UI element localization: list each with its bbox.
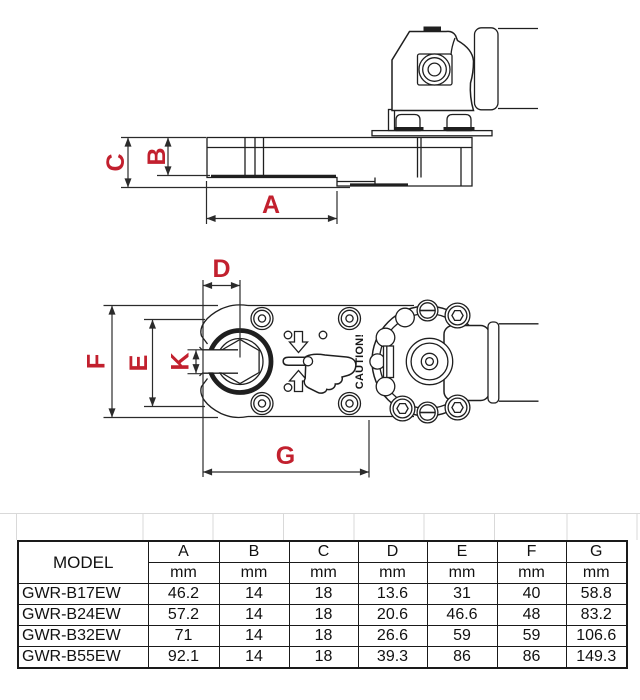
value-cell: 14 <box>218 646 290 669</box>
spindle-center <box>420 352 439 371</box>
caution-text: CAUTION! <box>354 334 366 389</box>
open-slot <box>199 350 240 373</box>
slotted-screw-top <box>416 299 439 322</box>
model-name: GWR-B24EW <box>17 604 149 626</box>
table-row: GWR-B55EW 92.1 14 18 39.3 86 86 149.3 <box>17 646 628 669</box>
air-inlet-cylinder-top-view <box>498 323 539 402</box>
motor-collar <box>473 27 499 111</box>
motor-top-detent <box>423 26 441 32</box>
hex-screws <box>389 302 471 422</box>
wrench-body-side <box>206 136 473 187</box>
unit-e: mm <box>426 562 498 584</box>
dim-label-g: G <box>276 442 295 470</box>
side-view-dimensions: C B A <box>102 136 350 224</box>
motor-collar-top-view <box>487 321 500 404</box>
side-view-drawing <box>206 26 538 187</box>
col-header-d: D <box>357 540 428 563</box>
dimension-spec-table: MODEL A B C D E F G mm mm mm mm mm mm mm… <box>17 540 628 669</box>
col-header-b: B <box>218 540 290 563</box>
top-view-dimensions: D F E K G <box>83 255 370 478</box>
value-cell: 14 <box>218 604 290 626</box>
unit-d: mm <box>357 562 428 584</box>
value-cell: 40 <box>496 583 567 605</box>
col-header-g: G <box>565 540 628 563</box>
value-cell: 106.6 <box>565 625 628 647</box>
dim-label-a: A <box>262 191 280 219</box>
value-cell: 18 <box>288 583 359 605</box>
motor-foot-right <box>446 113 472 132</box>
value-cell: 59 <box>496 625 567 647</box>
slotted-screw-bottom <box>416 401 439 424</box>
motor-boss <box>418 53 451 86</box>
spreadsheet-gridlines <box>0 513 640 540</box>
value-cell: 18 <box>288 646 359 669</box>
plate-screws <box>250 306 362 416</box>
top-view-diagram: CAUTION! <box>83 255 539 478</box>
housing-tab <box>382 345 395 379</box>
unit-c: mm <box>288 562 359 584</box>
value-cell: 48 <box>496 604 567 626</box>
dim-label-e: E <box>125 355 153 372</box>
side-view-diagram: C B A <box>102 26 538 224</box>
value-cell: 86 <box>426 646 498 669</box>
value-cell: 31 <box>426 583 498 605</box>
value-cell: 14 <box>218 625 290 647</box>
model-column-header: MODEL <box>17 540 149 584</box>
value-cell: 46.2 <box>147 583 220 605</box>
model-name: GWR-B32EW <box>17 625 149 647</box>
value-cell: 86 <box>496 646 567 669</box>
head-nose-bottom <box>200 378 249 419</box>
value-cell: 83.2 <box>565 604 628 626</box>
value-cell: 18 <box>288 625 359 647</box>
motor-foot-left <box>395 113 421 132</box>
gear-housing <box>369 299 491 424</box>
dim-label-k: K <box>167 352 195 370</box>
value-cell: 13.6 <box>357 583 428 605</box>
dim-label-d: D <box>212 255 230 283</box>
unit-b: mm <box>218 562 290 584</box>
value-cell: 26.6 <box>357 625 428 647</box>
value-cell: 18 <box>288 604 359 626</box>
dim-label-b: B <box>143 147 171 165</box>
head-nose-top <box>200 304 249 345</box>
model-name: GWR-B17EW <box>17 583 149 605</box>
col-header-a: A <box>147 540 220 563</box>
value-cell: 149.3 <box>565 646 628 669</box>
arrow-up-icon <box>288 369 309 393</box>
col-header-c: C <box>288 540 359 563</box>
col-header-e: E <box>426 540 498 563</box>
air-inlet-cylinder-side <box>498 27 538 110</box>
mounting-plate-side <box>371 129 493 137</box>
value-cell: 46.6 <box>426 604 498 626</box>
col-header-f: F <box>496 540 567 563</box>
value-cell: 39.3 <box>357 646 428 669</box>
header-letter-row: MODEL A B C D E F G <box>17 540 628 584</box>
arrow-down-icon <box>288 330 309 354</box>
motor-tab <box>387 108 396 132</box>
value-cell: 58.8 <box>565 583 628 605</box>
top-view-drawing: CAUTION! <box>199 299 539 424</box>
table-row: GWR-B24EW 57.2 14 18 20.6 46.6 48 83.2 <box>17 604 628 626</box>
unit-f: mm <box>496 562 567 584</box>
value-cell: 14 <box>218 583 290 605</box>
value-cell: 92.1 <box>147 646 220 669</box>
switch-markings <box>282 330 357 394</box>
value-cell: 20.6 <box>357 604 428 626</box>
unit-a: mm <box>147 562 220 584</box>
table-row: GWR-B32EW 71 14 18 26.6 59 59 106.6 <box>17 625 628 647</box>
unit-g: mm <box>565 562 628 584</box>
value-cell: 59 <box>426 625 498 647</box>
value-cell: 57.2 <box>147 604 220 626</box>
dim-label-f: F <box>83 354 111 369</box>
pointing-hand-icon <box>303 353 357 394</box>
table-row: GWR-B17EW 46.2 14 18 13.6 31 40 58.8 <box>17 583 628 605</box>
dim-label-c: C <box>102 153 130 171</box>
model-name: GWR-B55EW <box>17 646 149 669</box>
value-cell: 71 <box>147 625 220 647</box>
